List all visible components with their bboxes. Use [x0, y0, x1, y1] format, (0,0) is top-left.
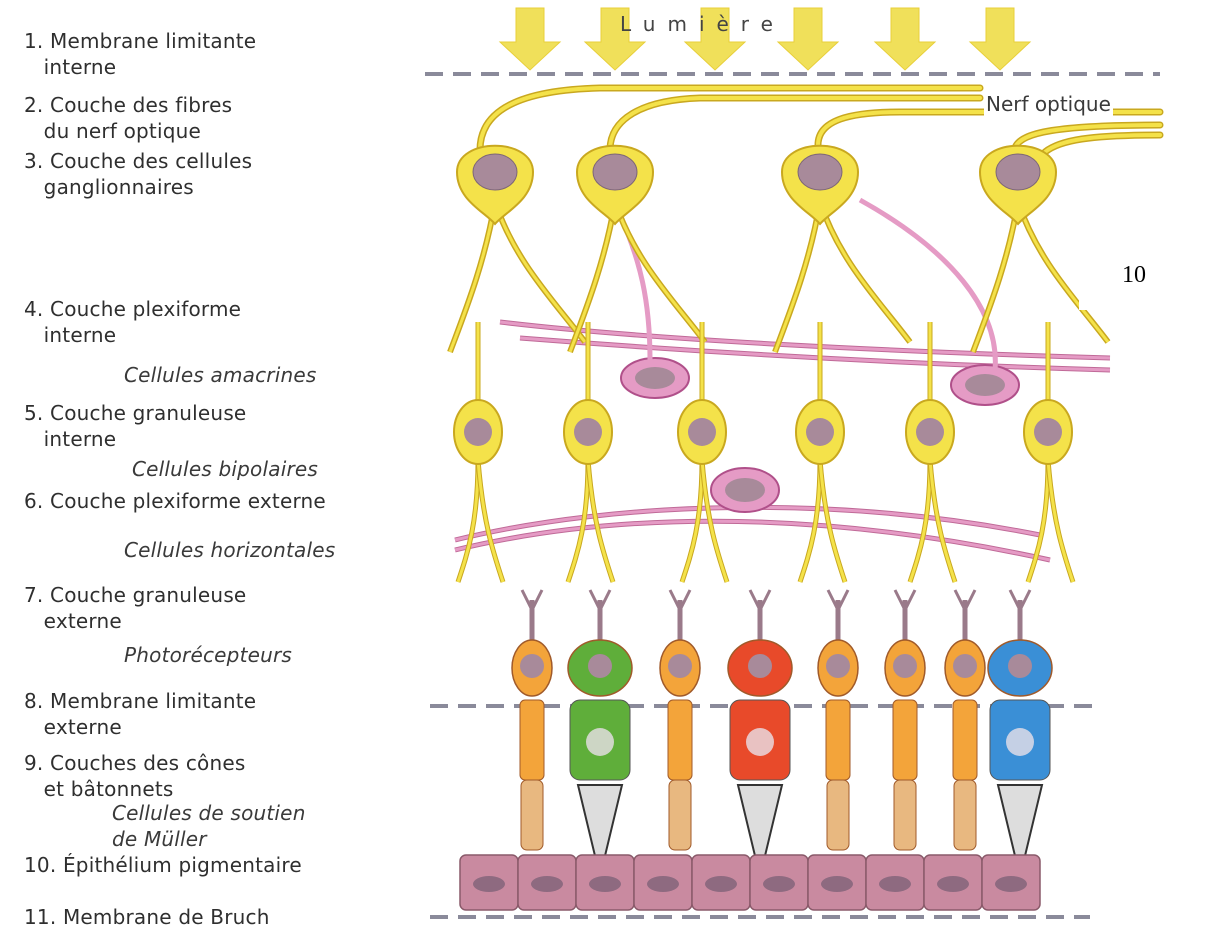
cone-outer-segment — [998, 785, 1042, 860]
nucleus — [916, 418, 944, 446]
photoreceptors-label: Photorécepteurs — [124, 642, 292, 668]
bipolar-dendrite — [1048, 460, 1073, 582]
light-arrow — [875, 8, 935, 70]
epithelium-nucleus — [937, 876, 969, 892]
nucleus — [965, 374, 1005, 396]
light-title: Lumière — [620, 12, 785, 36]
muller-cells-label: Cellules de soutien de Müller — [112, 800, 306, 852]
nucleus — [806, 418, 834, 446]
layer-label-7: 7. Couche granuleuse externe — [24, 582, 246, 634]
process — [500, 322, 1110, 358]
light-arrow — [500, 8, 560, 70]
cone-granule — [1006, 728, 1034, 756]
epithelium-nucleus — [879, 876, 911, 892]
bipolar-dendrite — [588, 460, 613, 582]
epithelium-nucleus — [995, 876, 1027, 892]
bipolar-dendrite — [800, 460, 820, 582]
nucleus — [725, 478, 765, 502]
epithelium-nucleus — [763, 876, 795, 892]
nucleus — [893, 654, 917, 678]
dendrite — [775, 202, 820, 352]
nucleus — [593, 154, 637, 190]
epithelium-nucleus — [705, 876, 737, 892]
rod-outer-segment — [827, 780, 849, 850]
epithelium-nucleus — [589, 876, 621, 892]
bipolar-dendrite — [820, 460, 845, 582]
dendrite — [973, 202, 1018, 352]
cone-outer-segment — [578, 785, 622, 860]
nucleus — [1034, 418, 1062, 446]
cone-granule — [586, 728, 614, 756]
bipolar-dendrite — [458, 460, 478, 582]
nerve-fiber — [610, 98, 980, 150]
nucleus — [520, 654, 544, 678]
layer-label-2: 2. Couche des fibres du nerf optique — [24, 92, 232, 144]
epithelium-nucleus — [647, 876, 679, 892]
nucleus — [1008, 654, 1032, 678]
nucleus — [748, 654, 772, 678]
cone-outer-segment — [738, 785, 782, 860]
nucleus — [635, 367, 675, 389]
rod-outer-segment — [894, 780, 916, 850]
epithelium-nucleus — [531, 876, 563, 892]
amacrine-cells-label: Cellules amacrines — [124, 362, 316, 388]
bipolar-dendrite — [1028, 460, 1048, 582]
layer-label-10: 10. Épithélium pigmentaire — [24, 852, 302, 878]
bipolar-dendrite — [478, 460, 503, 582]
layer-label-9: 9. Couches des cônes et bâtonnets — [24, 750, 245, 802]
rod-inner-segment — [893, 700, 917, 780]
nerve-fiber — [610, 98, 980, 150]
nucleus — [688, 418, 716, 446]
horizontal-cells-label: Cellules horizontales — [124, 537, 335, 563]
bipolar-cells-label: Cellules bipolaires — [132, 456, 318, 482]
nucleus — [798, 154, 842, 190]
light-arrow — [970, 8, 1030, 70]
rod-inner-segment — [520, 700, 544, 780]
epithelium-nucleus — [821, 876, 853, 892]
rod-inner-segment — [953, 700, 977, 780]
nucleus — [473, 154, 517, 190]
dendrite — [615, 202, 705, 342]
nucleus — [574, 418, 602, 446]
epithelium-nucleus — [473, 876, 505, 892]
rod-outer-segment — [521, 780, 543, 850]
layer-label-8: 8. Membrane limitante externe — [24, 688, 256, 740]
layer-label-6: 6. Couche plexiforme externe — [24, 488, 326, 514]
rod-outer-segment — [954, 780, 976, 850]
nucleus — [996, 154, 1040, 190]
number-box: 10 — [1079, 240, 1189, 310]
nucleus — [953, 654, 977, 678]
nucleus — [668, 654, 692, 678]
layer-label-11: 11. Membrane de Bruch — [24, 904, 270, 930]
nucleus — [826, 654, 850, 678]
rod-inner-segment — [826, 700, 850, 780]
layer-label-4: 4. Couche plexiforme interne — [24, 296, 241, 348]
nucleus — [588, 654, 612, 678]
layer-label-5: 5. Couche granuleuse interne — [24, 400, 246, 452]
amacrine-process — [620, 215, 650, 360]
layer-label-1: 1. Membrane limitante interne — [24, 28, 256, 80]
light-arrow — [778, 8, 838, 70]
layer-label-3: 3. Couche des cellules ganglionnaires — [24, 148, 252, 200]
process — [455, 521, 1050, 560]
nucleus — [464, 418, 492, 446]
dendrite — [450, 202, 495, 352]
bipolar-dendrite — [910, 460, 930, 582]
optic-nerve-label: Nerf optique — [984, 92, 1113, 116]
cone-granule — [746, 728, 774, 756]
rod-outer-segment — [669, 780, 691, 850]
rod-inner-segment — [668, 700, 692, 780]
